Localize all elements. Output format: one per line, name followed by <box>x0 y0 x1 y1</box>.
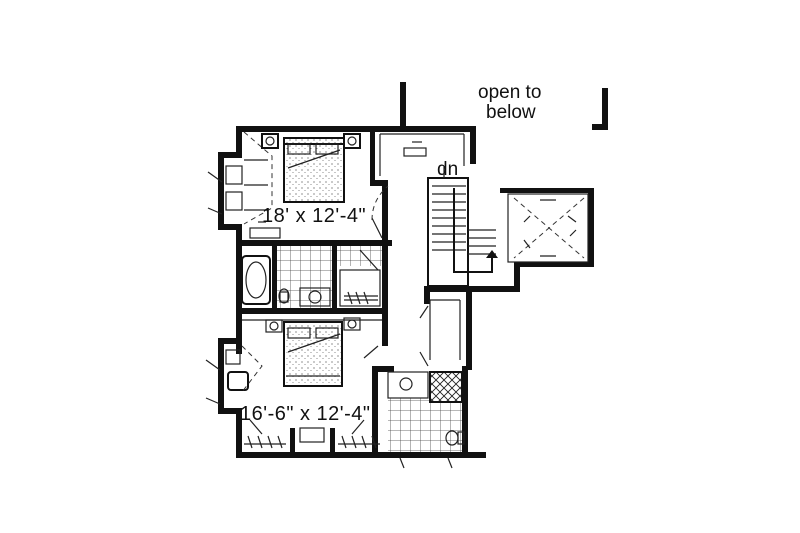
hall-and-stairs <box>379 133 498 367</box>
open-to-below-label-line1: open to <box>478 82 541 103</box>
hall-bath <box>387 371 465 469</box>
stair-direction-label: dn <box>437 159 458 180</box>
window-bay <box>507 193 589 263</box>
upper-bath <box>241 246 382 308</box>
lower-bedroom <box>205 317 382 449</box>
open-to-below-label-line2: below <box>486 102 536 123</box>
lower-bedroom-dimensions: 16'-6" x 12'-4" <box>240 403 371 425</box>
exterior-walls <box>218 82 608 458</box>
upper-bedroom-dimensions: 18' x 12'-4" <box>262 205 366 227</box>
upper-bedroom <box>207 131 389 239</box>
